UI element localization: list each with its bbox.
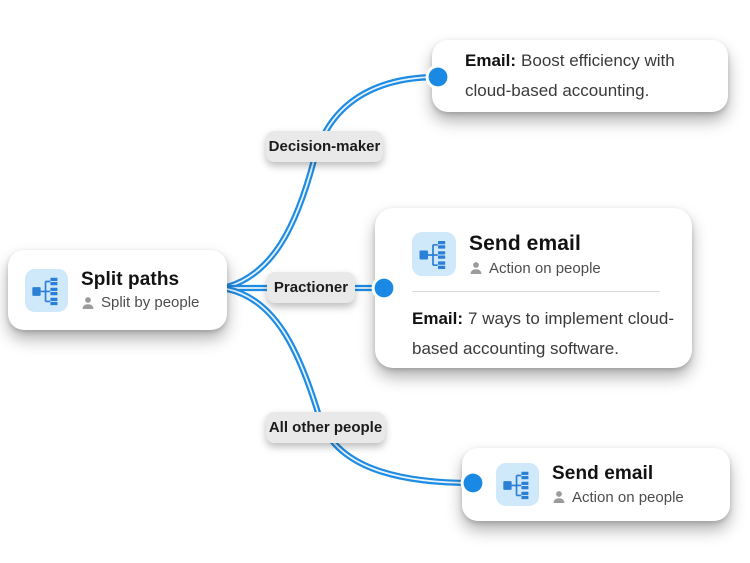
email-message-body: Boost efficiency with cloud-based accoun… — [465, 51, 675, 100]
branch-label-text: Decision-maker — [268, 138, 381, 155]
branch-label-text: Practioner — [273, 279, 349, 296]
email-message: Email:7 ways to implement cloud-based ac… — [412, 304, 676, 364]
email-message-body: 7 ways to implement cloud-based accounti… — [412, 308, 675, 358]
person-icon — [82, 296, 94, 309]
node-texts: Split paths Split by people — [81, 269, 199, 311]
node-title: Send email — [469, 232, 581, 255]
node-subtitle: Action on people — [572, 488, 684, 506]
email-message: Email:Boost efficiency with cloud-based … — [465, 46, 707, 106]
branch-label-practioner[interactable]: Practioner — [267, 272, 355, 303]
node-title: Send email — [552, 463, 654, 485]
node-subtitle: Split by people — [101, 294, 200, 312]
branch-label-all-other-people[interactable]: All other people — [266, 412, 385, 443]
node-texts: Send email Action on people — [552, 463, 684, 505]
card-divider — [412, 290, 660, 292]
split-paths-icon — [496, 463, 539, 506]
person-icon — [553, 491, 565, 504]
email-message-lead: Email: — [412, 308, 464, 328]
split-paths-icon — [412, 232, 456, 277]
email-message-lead: Email: — [465, 51, 517, 70]
node-subtitle: Action on people — [489, 259, 601, 277]
node-texts: Send email Action on people — [469, 232, 601, 277]
node-send-email-practioner[interactable]: Send email Action on people Email:7 ways… — [375, 208, 692, 368]
node-title: Split paths — [81, 268, 180, 290]
node-send-email-all-other[interactable]: Send email Action on people — [462, 448, 730, 521]
node-split-paths[interactable]: Split paths Split by people — [8, 250, 227, 330]
person-icon — [470, 262, 482, 275]
branch-label-decision-maker[interactable]: Decision-maker — [266, 131, 383, 162]
split-paths-icon — [25, 268, 68, 312]
card-email-decision-maker[interactable]: Email:Boost efficiency with cloud-based … — [432, 40, 728, 112]
branch-label-text: All other people — [268, 419, 383, 436]
